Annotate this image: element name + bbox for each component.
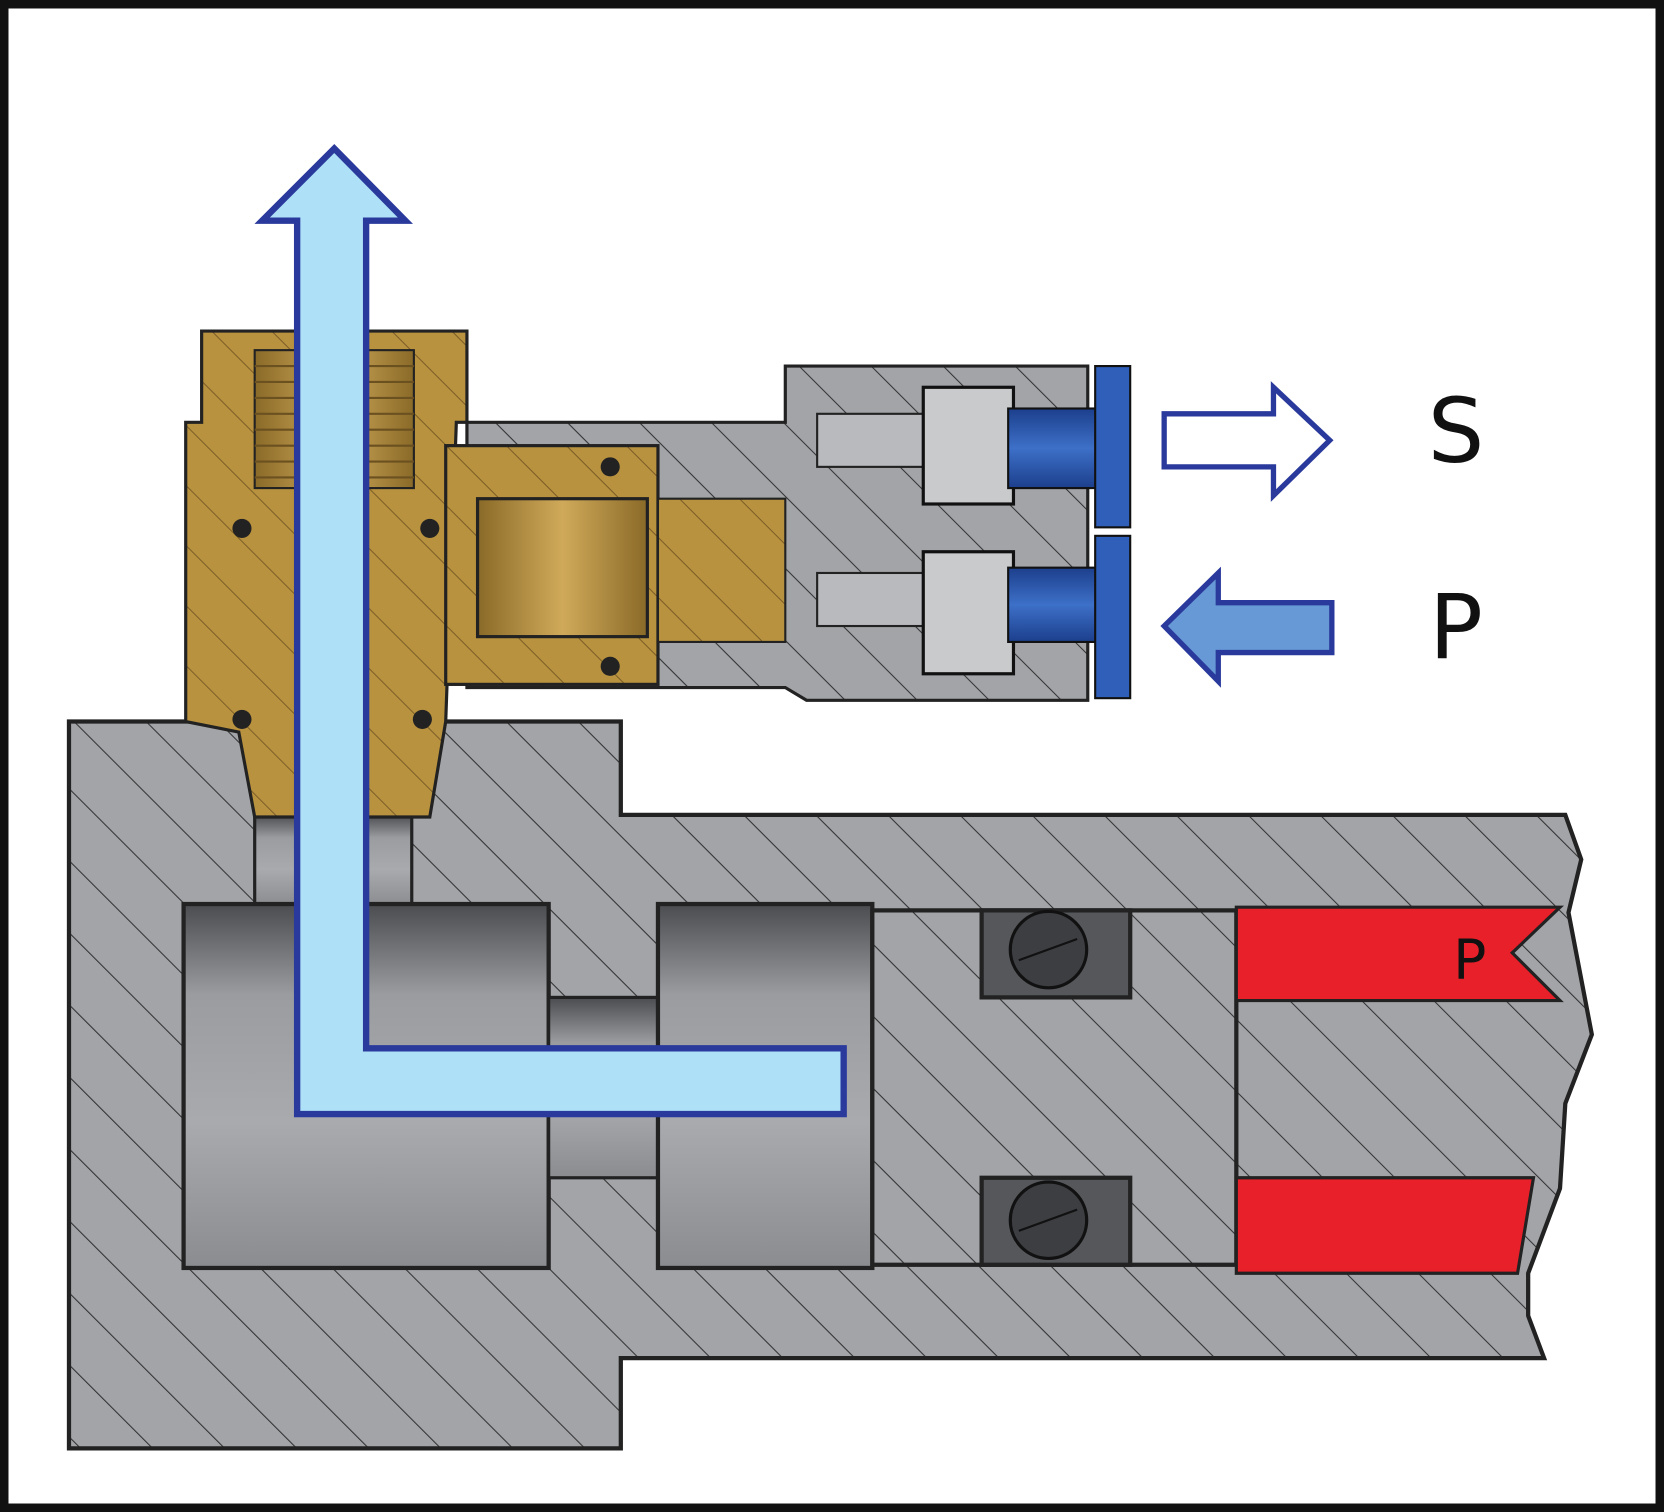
collet-bottom bbox=[921, 550, 1016, 676]
exhaust-port-arrow bbox=[1161, 381, 1334, 502]
collet-top bbox=[921, 385, 1016, 506]
release-ring-top bbox=[1094, 365, 1132, 529]
pressure-zone-top bbox=[1234, 905, 1564, 1003]
cylinder-pressure-label: P bbox=[1453, 928, 1486, 992]
pressure-port-label: P bbox=[1429, 576, 1483, 680]
pressure-zone-bottom bbox=[1234, 1176, 1536, 1275]
release-ring-bottom bbox=[1094, 534, 1132, 700]
exhaust-port-label: S bbox=[1428, 380, 1485, 484]
brass-spool bbox=[475, 497, 649, 639]
exhaust-flow-arrow bbox=[254, 144, 847, 1118]
pressure-port-arrow bbox=[1160, 566, 1335, 688]
